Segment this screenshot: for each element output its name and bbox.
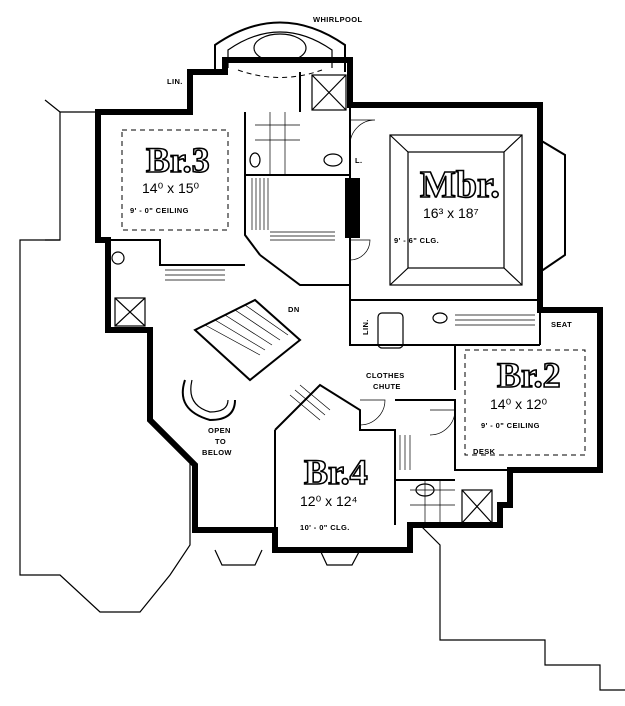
clothes-chute-label-2: CHUTE [373,382,401,391]
open-label-1: OPEN [208,426,231,435]
room-dim-br2: 14⁰ x 12⁰ [490,396,548,412]
room-name-br3: Br.3 [146,140,210,180]
stair [181,298,302,422]
room-br3: Br.3 14⁰ x 15⁰ 9' - 0" CEILING [130,139,210,215]
seat-label: SEAT [551,320,572,329]
room-dim-br4: 12⁰ x 12⁴ [300,493,358,509]
room-br4: Br.4 12⁰ x 12⁴ 10' - 0" CLG. [300,451,368,532]
room-ceiling-br4: 10' - 0" CLG. [300,523,350,532]
br3-tray [121,129,229,231]
room-mbr: Mbr. 16³ x 18⁷ 9' - 6" CLG. [394,163,501,245]
door-swings [349,119,456,436]
room-name-br2: Br.2 [497,355,561,395]
room-name-br4: Br.4 [304,452,368,492]
desk-label: DESK [473,447,496,456]
bath-fixtures [111,74,493,525]
room-ceiling-br2: 9' - 0" CEILING [481,421,540,430]
room-dim-mbr: 16³ x 18⁷ [423,205,479,221]
whirlpool-label: WHIRLPOOL [313,15,362,24]
closet-shelving [165,178,535,470]
room-ceiling-mbr: 9' - 6" CLG. [394,236,439,245]
lin-label-top: LIN. [167,77,183,86]
open-label-3: BELOW [202,448,232,457]
bay-windows [214,549,361,566]
mbr-tray-ceiling [389,134,566,286]
room-name-mbr: Mbr. [420,164,500,206]
room-br2: Br.2 14⁰ x 12⁰ 9' - 0" CEILING [481,354,561,430]
lower-floor-outline [19,99,625,691]
room-dim-br3: 14⁰ x 15⁰ [142,180,200,196]
dn-label: DN [288,305,300,314]
whirlpool-bay [214,21,346,78]
br2-tray [464,349,586,456]
open-label-2: TO [215,437,226,446]
lin-label-mid: LIN. [361,319,370,335]
l-label: L. [355,156,362,165]
room-ceiling-br3: 9' - 0" CEILING [130,206,189,215]
clothes-chute-label-1: CLOTHES [366,371,405,380]
